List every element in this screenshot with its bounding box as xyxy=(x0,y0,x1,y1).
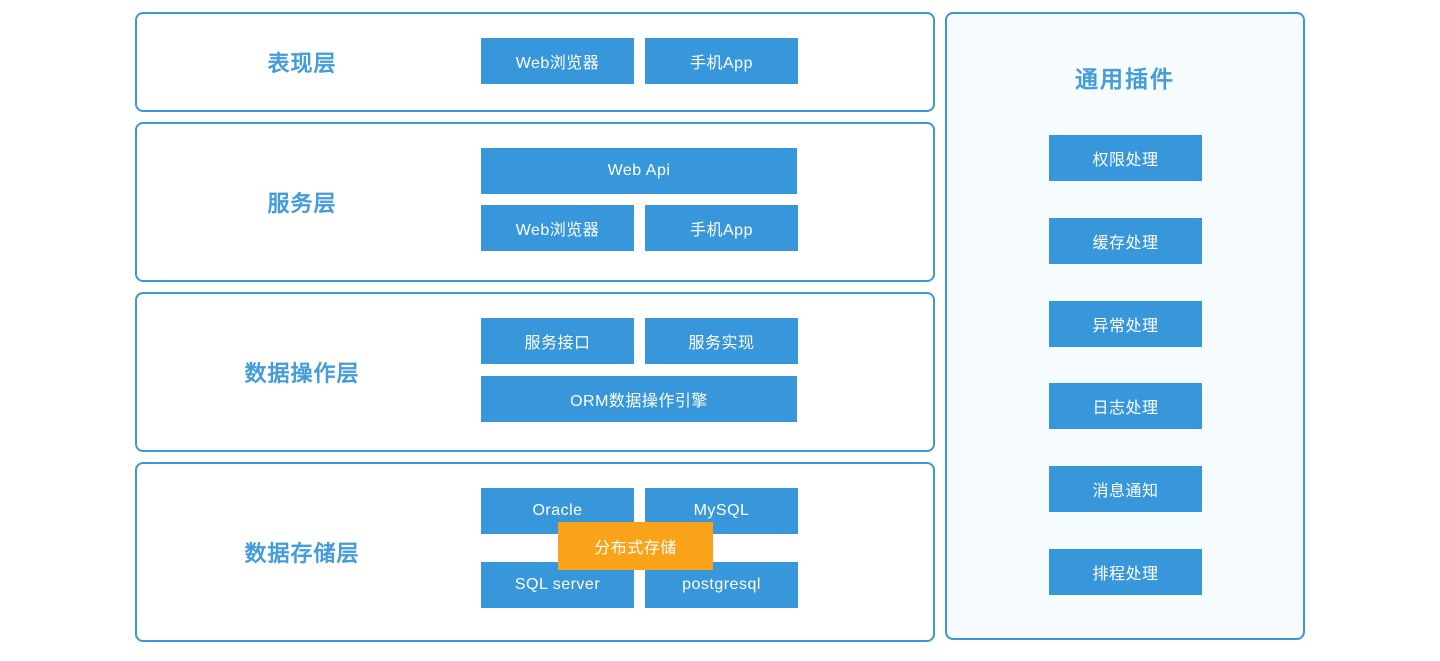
plugin-notification: 消息通知 xyxy=(1049,466,1202,512)
layer-title-presentation: 表现层 xyxy=(267,51,337,76)
node-web-browser: Web浏览器 xyxy=(481,38,634,84)
node-sql-server: SQL server xyxy=(481,562,634,608)
plugin-cache: 缓存处理 xyxy=(1049,218,1202,264)
node-web-browser: Web浏览器 xyxy=(481,205,634,251)
layer-box-data-operation: 数据操作层 服务接口 服务实现 ORM数据操作引擎 xyxy=(135,292,935,452)
plugin-schedule: 排程处理 xyxy=(1049,549,1202,595)
layer-title-data-operation: 数据操作层 xyxy=(244,361,360,386)
plugin-permission: 权限处理 xyxy=(1049,135,1202,181)
layer-box-data-storage: 数据存储层 Oracle MySQL SQL server postgresql… xyxy=(135,462,935,642)
node-mobile-app: 手机App xyxy=(645,38,798,84)
layer-box-presentation: 表现层 Web浏览器 手机App xyxy=(135,12,935,112)
node-orm-engine: ORM数据操作引擎 xyxy=(481,376,797,422)
node-oracle: Oracle xyxy=(481,488,634,534)
layer-box-service: 服务层 Web Api Web浏览器 手机App xyxy=(135,122,935,282)
node-service-implementation: 服务实现 xyxy=(645,318,798,364)
node-postgresql: postgresql xyxy=(645,562,798,608)
node-web-api: Web Api xyxy=(481,148,797,194)
node-mobile-app: 手机App xyxy=(645,205,798,251)
plugins-panel: 通用插件 权限处理 缓存处理 异常处理 日志处理 消息通知 排程处理 xyxy=(945,12,1305,640)
node-distributed-storage: 分布式存储 xyxy=(558,522,713,570)
plugin-log: 日志处理 xyxy=(1049,383,1202,429)
plugins-panel-title: 通用插件 xyxy=(1075,66,1175,92)
layer-title-service: 服务层 xyxy=(267,191,337,216)
layer-title-data-storage: 数据存储层 xyxy=(244,541,360,566)
plugin-exception: 异常处理 xyxy=(1049,301,1202,347)
node-service-interface: 服务接口 xyxy=(481,318,634,364)
